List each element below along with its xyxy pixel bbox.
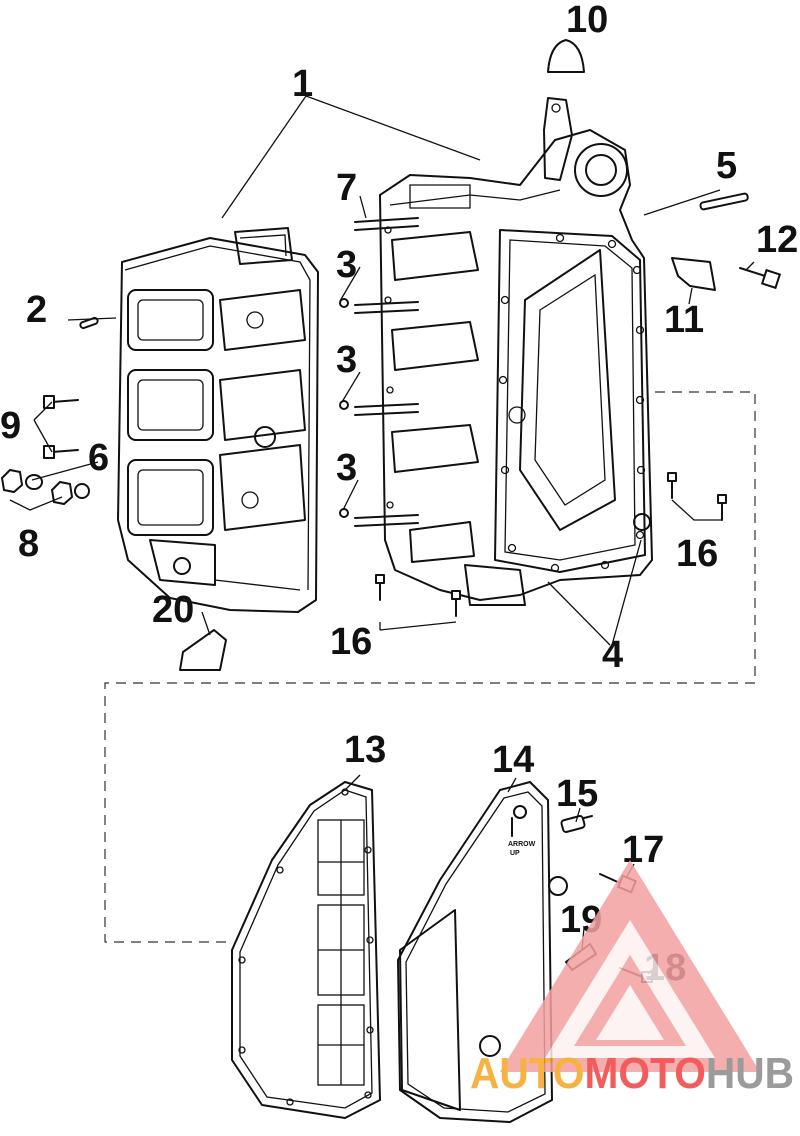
callout-labels: 1 2 3 3 3 4 5 6 7 8 9 10 11 12 13 14 15 … [0,0,798,989]
dowel-pin-3a [339,298,349,308]
watermark-wordmark: AUTOMOTOHUB [470,1049,794,1098]
hose-clamp [671,257,716,291]
automotohub-watermark: AUTOMOTOHUB [470,860,794,1098]
screws-9 [43,395,79,459]
washer-6a [25,474,43,490]
watermark-auto: AUTO [470,1049,585,1098]
intake-housing [117,227,319,613]
callout-2: 2 [26,289,47,331]
callout-13: 13 [344,729,386,771]
callout-3-mid: 3 [336,339,357,381]
cover-marking-arrow: ARROW [508,841,536,848]
nut-8b [50,480,74,506]
callout-8: 8 [18,523,39,565]
woodruff-key [547,39,585,73]
callout-20: 20 [152,589,194,631]
bracket-20 [179,629,227,671]
callout-5: 5 [716,145,737,187]
callout-3-bottom: 3 [336,447,357,489]
callout-14: 14 [492,739,534,781]
dowel-pin-3c [339,508,349,518]
dowel-pin-3b [339,400,349,410]
callout-9: 9 [0,405,21,447]
nut-8a [0,468,24,494]
callout-11: 11 [664,299,704,341]
watermark-triangle-logo [500,860,760,1072]
callout-4: 4 [602,634,623,676]
screws-16 [375,472,727,617]
fitting-15 [560,815,593,833]
crankcase-gasket [231,781,381,1119]
callout-12: 12 [756,219,798,261]
dowel-pin [79,316,99,330]
crankcase-assembly [354,97,653,606]
crankcase-cover: ARROW UP [397,781,568,1123]
callout-10: 10 [566,0,608,41]
callout-7: 7 [336,167,357,209]
dashed-group-outline [104,391,756,943]
callout-3-top: 3 [336,244,357,286]
watermark-hub: HUB [706,1049,794,1098]
callout-16-right: 16 [676,533,718,575]
washer-6b [74,483,90,499]
callout-1: 1 [292,63,313,105]
screw-12 [739,267,782,290]
callout-16-bottom: 16 [330,621,372,663]
pin-5 [699,192,749,211]
callout-15: 15 [556,773,598,815]
cover-marking-up: UP [510,850,520,857]
callout-6: 6 [88,437,109,479]
watermark-moto: MOTO [585,1049,706,1098]
